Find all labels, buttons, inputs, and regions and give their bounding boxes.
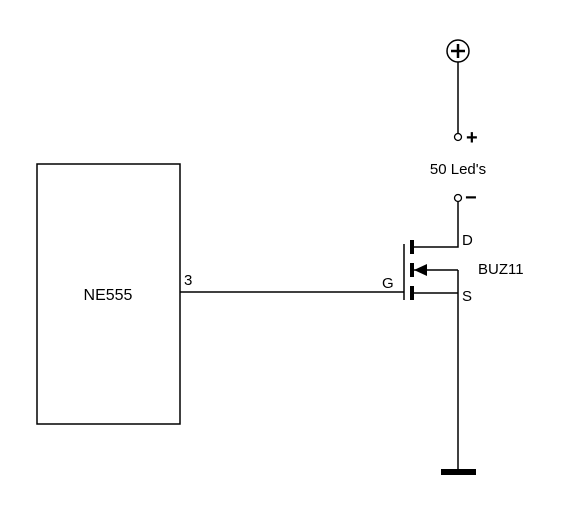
drain-wire [412,202,459,248]
minus-terminal-label: − [465,187,477,209]
load-label: 50 Led's [430,161,486,178]
gate-label: G [382,275,394,292]
terminal-circle-icon [453,193,463,203]
buz11-mosfet: G D S BUZ11 [382,232,524,305]
ne555-body [36,163,181,425]
load-minus-terminal: − [453,187,477,209]
ne555-pin3-label: 3 [184,272,192,289]
drain-label: D [462,232,473,249]
ne555-label: NE555 [84,287,133,304]
ground-icon [441,469,476,475]
ne555-chip: NE555 3 [36,163,192,425]
power-plus-icon [446,39,470,63]
terminal-circle-icon [453,132,463,142]
plus-terminal-label: + [466,127,478,149]
transistor-label: BUZ11 [478,261,524,278]
load-plus-terminal: + [453,127,478,149]
arrow-icon [414,264,427,276]
source-label: S [462,288,472,305]
